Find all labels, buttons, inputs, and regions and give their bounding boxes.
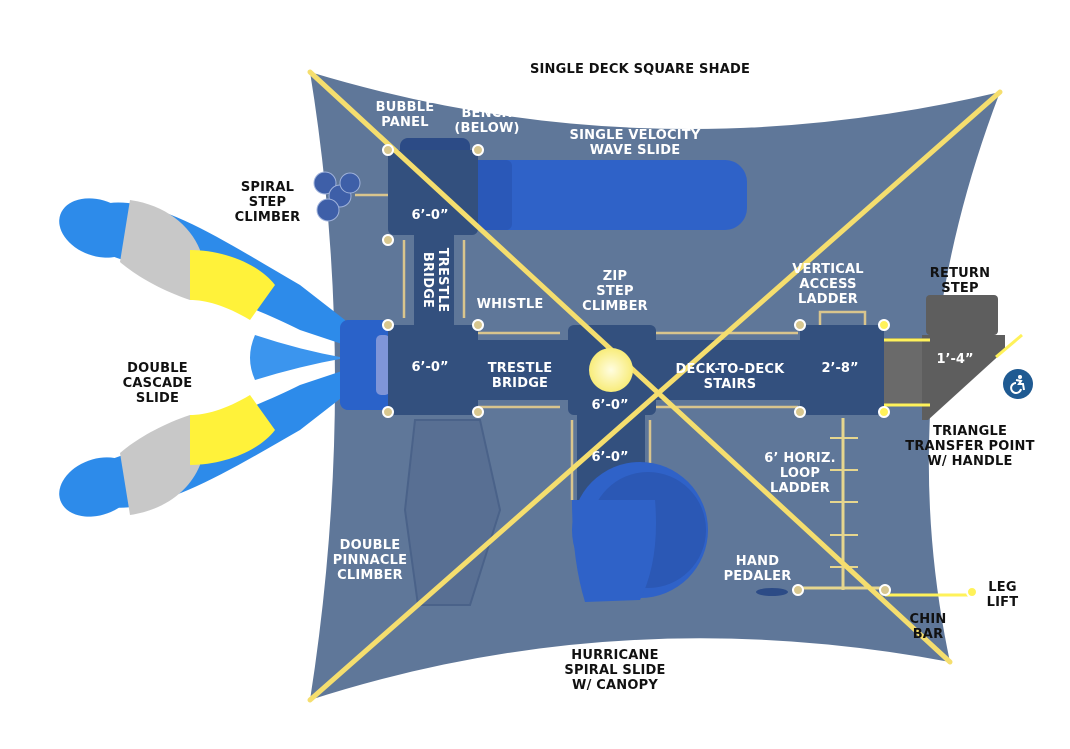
label-shade: SINGLE DECK SQUARE SHADE — [529, 62, 751, 77]
label-bubble-panel: BUBBLE PANEL — [375, 100, 435, 130]
dimension-deck-right: 2’-8” — [821, 361, 859, 376]
double-pinnacle-climber — [403, 419, 502, 606]
label-return-step: RETURN STEP — [929, 266, 991, 296]
decks — [388, 150, 884, 500]
label-hurricane-spiral-slide: HURRICANE SPIRAL SLIDE W/ CANOPY — [564, 648, 666, 693]
posts — [382, 144, 978, 598]
hand-pedaler — [756, 588, 788, 596]
dimension-deck-lower: 6’-0” — [591, 450, 629, 465]
dimension-deck-center: 6’-0” — [591, 398, 629, 413]
label-bench: BENCH (BELOW) — [454, 106, 520, 136]
label-deck-to-deck-stairs: DECK-TO-DECK STAIRS — [675, 362, 785, 392]
shade-center-post — [589, 348, 633, 392]
label-trestle-bridge-horizontal: TRESTLE BRIDGE — [487, 361, 553, 391]
triangle-transfer-point — [884, 295, 1023, 420]
label-trestle-bridge-vertical: TRESTLE BRIDGE — [420, 247, 450, 313]
label-hand-pedaler: HAND PEDALER — [723, 554, 792, 584]
dimension-deck-mid: 6’-0” — [411, 360, 449, 375]
hurricane-spiral-slide — [572, 462, 708, 602]
wheelchair-glyph-icon — [1010, 375, 1025, 394]
double-cascade-slide — [59, 198, 390, 517]
label-double-cascade-slide: DOUBLE CASCADE SLIDE — [122, 361, 193, 406]
single-velocity-wave-slide — [472, 160, 747, 230]
label-triangle-transfer-point: TRIANGLE TRANSFER POINT W/ HANDLE — [905, 424, 1035, 469]
spiral-step-climber — [313, 171, 361, 222]
label-wave-slide: SINGLE VELOCITY WAVE SLIDE — [569, 128, 701, 158]
label-vertical-access-ladder: VERTICAL ACCESS LADDER — [792, 262, 864, 307]
label-horizontal-loop-ladder: 6’ HORIZ. LOOP LADDER — [764, 451, 836, 496]
label-leg-lift: LEG LIFT — [986, 580, 1019, 610]
wheelchair-accessibility-icon — [1003, 369, 1033, 399]
label-spiral-step-climber: SPIRAL STEP CLIMBER — [234, 180, 301, 225]
dimension-deck-top: 6’-0” — [411, 208, 449, 223]
label-zip-step-climber: ZIP STEP CLIMBER — [582, 269, 648, 314]
dimension-transfer: 1’-4” — [936, 352, 974, 367]
label-double-pinnacle-climber: DOUBLE PINNACLE CLIMBER — [332, 538, 408, 583]
label-whistle: WHISTLE — [476, 297, 544, 312]
label-chin-bar: CHIN BAR — [909, 612, 947, 642]
